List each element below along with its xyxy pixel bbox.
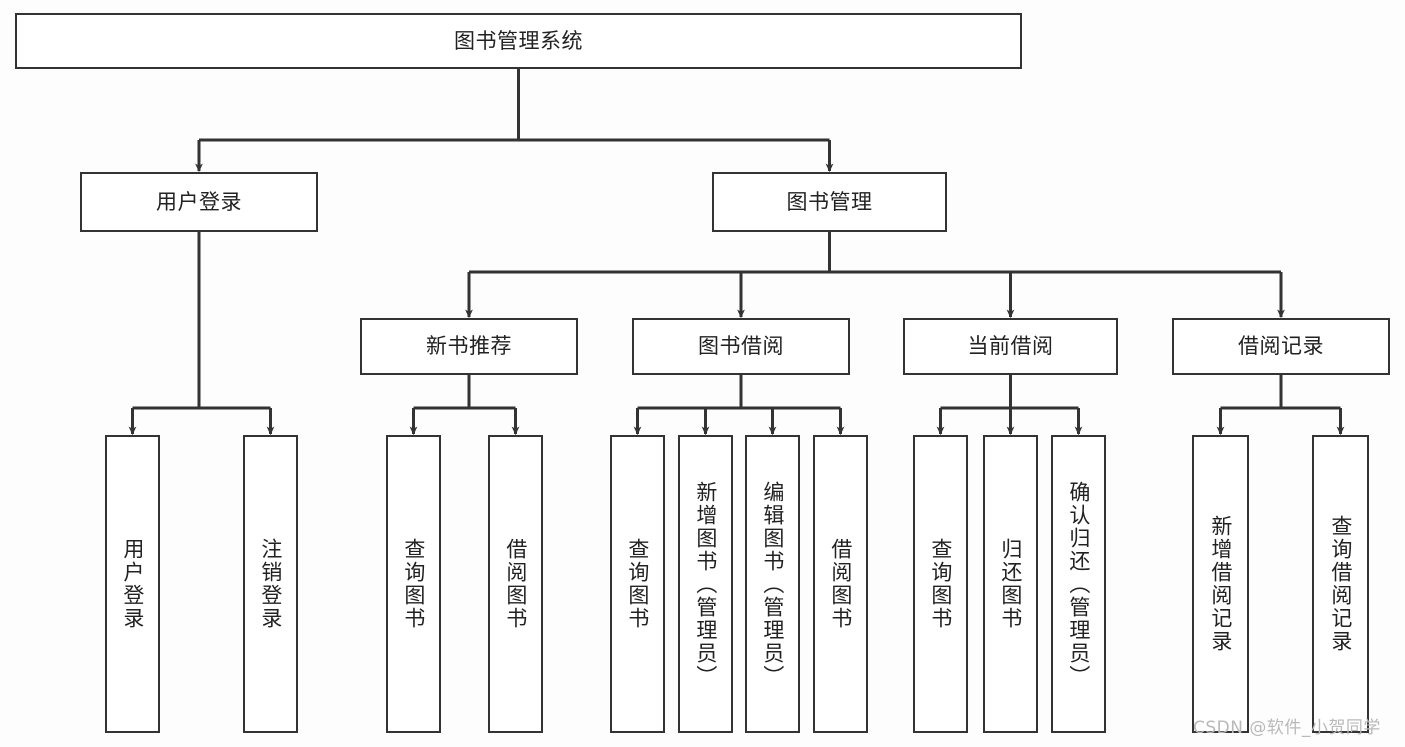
node-label: 查询图书: [401, 538, 426, 630]
node-label: 图书管理: [786, 189, 873, 214]
node-borrow-record[interactable]: 借阅记录: [1172, 318, 1390, 375]
node-new-book-rec[interactable]: 新书推荐: [360, 318, 578, 375]
node-label: 用户登录: [120, 538, 145, 630]
node-label: 图书管理系统: [454, 28, 583, 53]
node-leaf-user-logout[interactable]: 注销登录: [243, 435, 298, 733]
node-label: 新书推荐: [426, 334, 512, 359]
node-label: 当前借阅: [967, 334, 1054, 359]
node-leaf-cb-query[interactable]: 查询图书: [913, 435, 968, 733]
node-leaf-br-add[interactable]: 新增借阅记录: [1192, 435, 1249, 733]
node-leaf-cb-return[interactable]: 归还图书: [983, 435, 1038, 733]
node-label: 新增借阅记录: [1208, 515, 1233, 653]
node-label: 新增图书（管理员）: [693, 480, 718, 688]
node-label: 归还图书: [998, 538, 1023, 630]
node-label: 图书借阅: [698, 334, 784, 359]
node-label: 编辑图书（管理员）: [760, 480, 785, 688]
node-leaf-rec-borrow[interactable]: 借阅图书: [488, 435, 543, 733]
node-label: 查询借阅记录: [1328, 515, 1353, 653]
node-leaf-bb-borrow[interactable]: 借阅图书: [813, 435, 868, 733]
node-book-manage[interactable]: 图书管理: [712, 172, 947, 232]
node-label: 用户登录: [156, 189, 242, 214]
node-leaf-bb-query[interactable]: 查询图书: [610, 435, 665, 733]
node-label: 借阅图书: [828, 538, 853, 630]
node-leaf-bb-add[interactable]: 新增图书（管理员）: [678, 435, 733, 733]
node-leaf-rec-query[interactable]: 查询图书: [386, 435, 441, 733]
node-label: 借阅记录: [1238, 334, 1324, 359]
node-label: 借阅图书: [503, 538, 528, 630]
edges-group: [128, 69, 1345, 436]
node-leaf-bb-edit[interactable]: 编辑图书（管理员）: [745, 435, 800, 733]
node-label: 查询图书: [625, 538, 650, 630]
csdn-watermark: CSDN @软件_小贺同学: [1193, 718, 1381, 738]
node-current-borrow[interactable]: 当前借阅: [903, 318, 1118, 375]
node-leaf-br-query[interactable]: 查询借阅记录: [1312, 435, 1369, 733]
node-label: 注销登录: [258, 538, 283, 630]
node-user-login[interactable]: 用户登录: [80, 172, 318, 232]
node-root[interactable]: 图书管理系统: [15, 13, 1022, 69]
node-leaf-user-login[interactable]: 用户登录: [105, 435, 160, 733]
node-label: 查询图书: [928, 538, 953, 630]
node-leaf-cb-confirm[interactable]: 确认归还（管理员）: [1051, 435, 1106, 733]
node-label: 确认归还（管理员）: [1066, 480, 1091, 688]
node-book-borrow[interactable]: 图书借阅: [632, 318, 850, 375]
